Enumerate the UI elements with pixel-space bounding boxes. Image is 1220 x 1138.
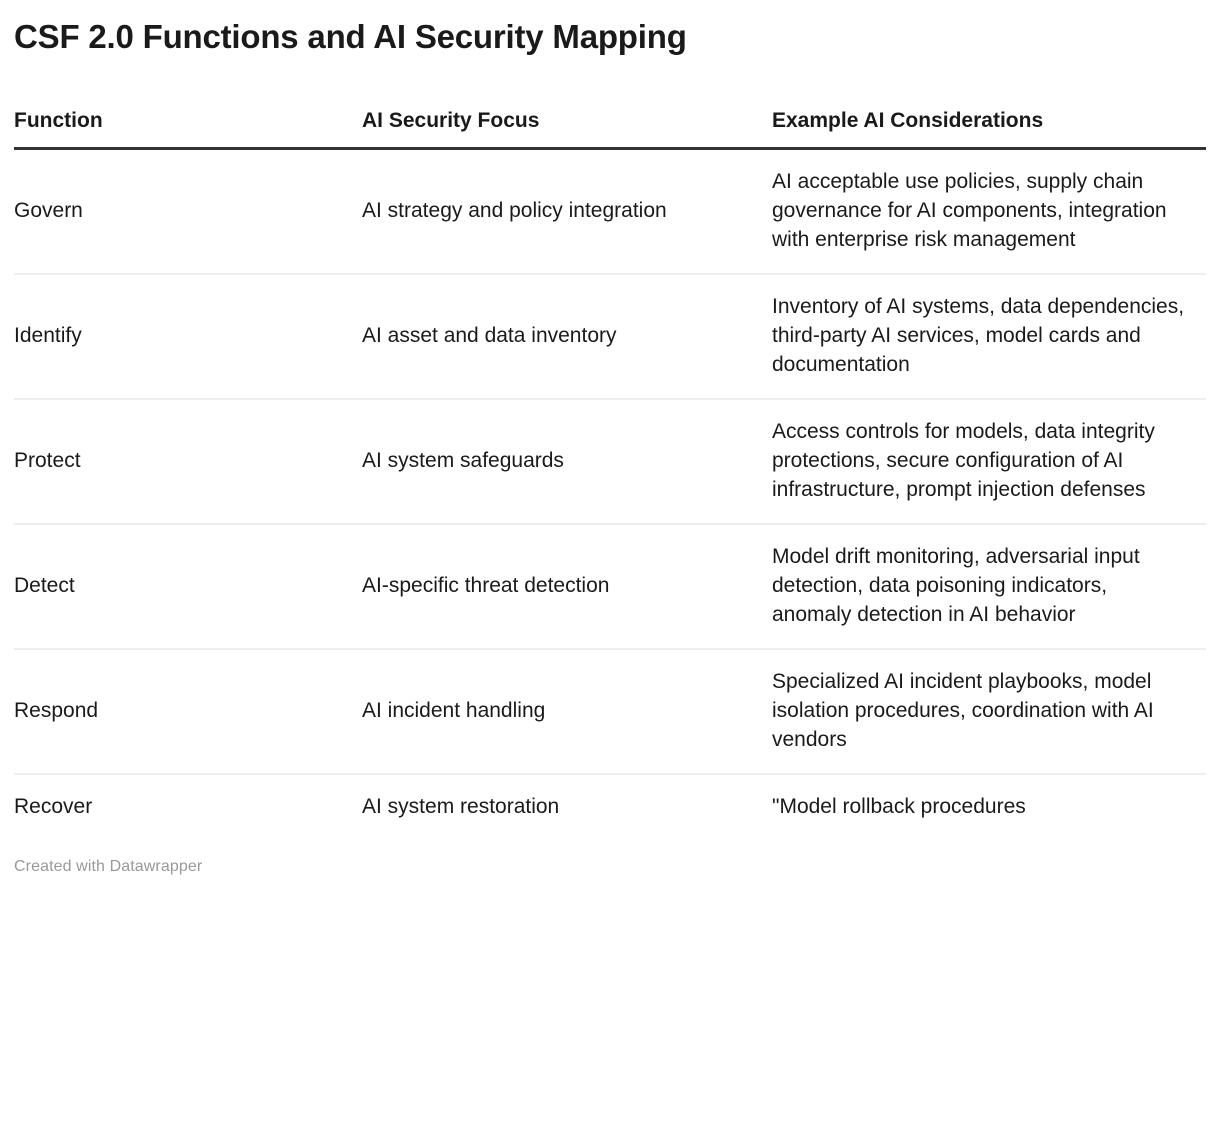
cell-considerations: Specialized AI incident playbooks, model… <box>772 648 1206 775</box>
csf-mapping-table: Function AI Security Focus Example AI Co… <box>14 107 1206 840</box>
table-container: Function AI Security Focus Example AI Co… <box>14 107 1206 840</box>
cell-focus: AI system safeguards <box>362 398 772 525</box>
table-row: Protect AI system safeguards Access cont… <box>14 398 1206 525</box>
table-header: Function AI Security Focus Example AI Co… <box>14 107 1206 151</box>
table-row: Detect AI-specific threat detection Mode… <box>14 523 1206 650</box>
cell-considerations: Model drift monitoring, adversarial inpu… <box>772 523 1206 650</box>
page-title: CSF 2.0 Functions and AI Security Mappin… <box>14 18 687 55</box>
column-header-example-ai-considerations[interactable]: Example AI Considerations <box>772 107 1206 151</box>
cell-considerations: "Model rollback procedures <box>772 794 1026 818</box>
cell-function: Identify <box>14 274 362 400</box>
cell-focus: AI strategy and policy integration <box>362 148 772 276</box>
cell-focus: AI-specific threat detection <box>362 523 772 650</box>
cell-function: Detect <box>14 523 362 650</box>
cell-focus: AI system restoration <box>362 794 560 818</box>
cell-considerations: Inventory of AI systems, data dependenci… <box>772 274 1206 400</box>
cell-function: Respond <box>14 648 362 775</box>
table-row: Recover AI system restoration "Model rol… <box>14 774 1206 840</box>
table-body: Govern AI strategy and policy integratio… <box>14 148 1206 840</box>
datawrapper-credit[interactable]: Created with Datawrapper <box>14 857 203 875</box>
cell-considerations: Access controls for models, data integri… <box>772 398 1206 525</box>
cell-considerations: AI acceptable use policies, supply chain… <box>772 148 1206 276</box>
cell-function: Govern <box>14 148 362 276</box>
table-row: Respond AI incident handling Specialized… <box>14 648 1206 775</box>
cell-function: Protect <box>14 398 362 525</box>
cell-focus: AI incident handling <box>362 648 772 775</box>
cell-function: Recover <box>14 794 93 818</box>
column-header-ai-security-focus[interactable]: AI Security Focus <box>362 107 772 151</box>
cell-focus: AI asset and data inventory <box>362 274 772 400</box>
column-header-function[interactable]: Function <box>14 107 362 151</box>
table-header-row: Function AI Security Focus Example AI Co… <box>14 107 1206 151</box>
table-row: Identify AI asset and data inventory Inv… <box>14 274 1206 400</box>
table-row: Govern AI strategy and policy integratio… <box>14 148 1206 276</box>
